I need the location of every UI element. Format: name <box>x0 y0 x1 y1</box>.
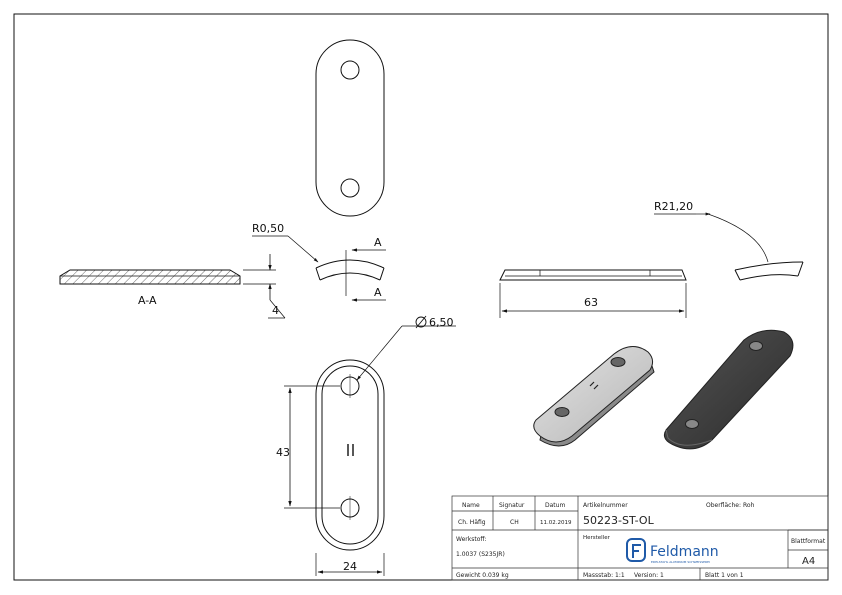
width-dim: 24 <box>343 560 357 573</box>
section-marker-bottom: A <box>374 286 382 299</box>
surface-value: Roh <box>743 502 755 509</box>
curved-detail-small <box>252 235 386 302</box>
feldmann-logo-icon <box>626 538 646 562</box>
article-label: Artikelnummer <box>583 502 628 509</box>
date-header: Datum <box>545 502 565 509</box>
logo-name: Feldmann <box>650 544 719 560</box>
sheet-format-value: A4 <box>802 556 815 567</box>
material-value: 1.0037 (S235JR) <box>456 551 505 558</box>
weight-label: Gewicht 0.039 kg <box>456 572 509 579</box>
diameter-symbol-icon <box>415 315 427 329</box>
hole-top <box>340 60 360 80</box>
thickness-dim: 4 <box>272 304 279 317</box>
date-value: 11.02.2019 <box>540 520 572 526</box>
signature-value: CH <box>510 519 519 526</box>
hole-diameter-dim: 6,50 <box>429 316 454 329</box>
article-value: 50223-ST-OL <box>583 514 655 527</box>
surface-label: Oberfläche: <box>706 502 741 509</box>
manufacturer-label: Hersteller <box>583 535 611 541</box>
scale-label: Massstab: 1:1 <box>583 572 625 579</box>
material-label: Werkstoff: <box>456 536 487 543</box>
sheet-border <box>13 13 829 581</box>
section-marker-top: A <box>374 236 382 249</box>
section-label: A-A <box>138 294 157 307</box>
name-header: Name <box>462 502 480 509</box>
curved-detail-large <box>654 212 804 281</box>
sheet-label: Blatt 1 von 1 <box>705 572 744 579</box>
hole-bottom <box>340 178 360 198</box>
title-block <box>451 495 829 581</box>
side-view <box>499 269 687 318</box>
radius-small-dim: R0,50 <box>252 222 284 235</box>
front-view <box>284 325 456 576</box>
version-label: Version: 1 <box>634 572 664 579</box>
section-a-a <box>59 254 286 319</box>
sheet-format-label: Blattformat <box>791 538 826 545</box>
name-value: Ch. Häfig <box>458 519 486 526</box>
signature-header: Signatur <box>499 502 525 509</box>
top-view <box>315 39 385 217</box>
length-side-dim: 63 <box>584 296 598 309</box>
logo-tagline: EDELSTAHL ALUMINIUM SCHWEISSEREI <box>651 560 710 564</box>
iso-view-light <box>533 346 655 447</box>
iso-view-dark <box>663 329 794 450</box>
hole-spacing-dim: 43 <box>276 446 290 459</box>
radius-large-dim: R21,20 <box>654 200 693 213</box>
